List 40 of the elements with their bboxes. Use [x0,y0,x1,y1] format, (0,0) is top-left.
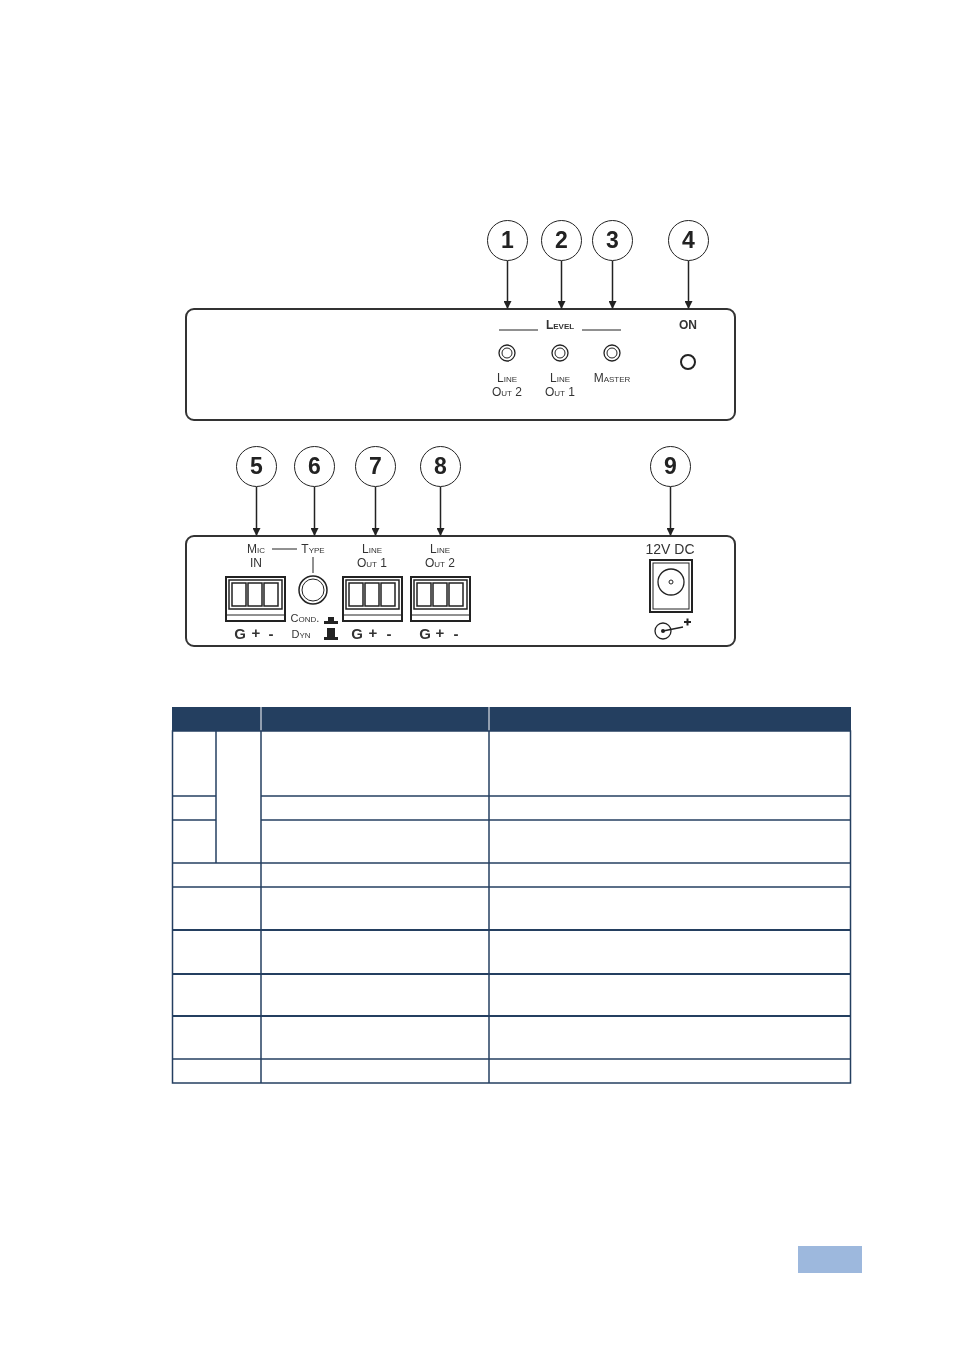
arrow [666,486,675,536]
panel-label: Mic IN [246,542,266,571]
panel-label: Line Out 1 [544,371,576,400]
callout-number: 4 [668,220,709,261]
arrow [503,260,512,309]
panel-label: Type [301,542,325,557]
callout-number: 6 [294,446,335,487]
panel-label: Line Out 2 [491,371,523,400]
panel-label: G [351,625,363,643]
panel-label: Level [545,318,575,333]
panel-label: Master [593,371,631,386]
panel-label: ON [679,318,697,333]
panel-label: + [435,624,445,642]
panel-label: - [268,625,274,643]
panel-label: Line Out 2 [424,542,456,571]
panel-label: G [419,625,431,643]
panel-label: - [386,625,392,643]
callout-number: 9 [650,446,691,487]
panel-label: Dyn [291,628,311,642]
device-panel [185,308,736,421]
arrow [684,260,693,309]
callout-number: 3 [592,220,633,261]
callout-number: 7 [355,446,396,487]
callout-number: 2 [541,220,582,261]
arrow [371,486,380,536]
panel-label: 12V DC [645,541,695,558]
arrow [557,260,566,309]
callout-number: 5 [236,446,277,487]
panel-label: + [368,624,378,642]
panel-label: G [234,625,246,643]
arrow [252,486,261,536]
panel-label: + [251,624,261,642]
panel-label: Line Out 1 [356,542,388,571]
arrow [608,260,617,309]
callout-number: 1 [487,220,528,261]
callout-number: 8 [420,446,461,487]
panel-label: - [453,625,459,643]
arrow [310,486,319,536]
panel-label: Cond. [290,612,320,626]
arrow [436,486,445,536]
